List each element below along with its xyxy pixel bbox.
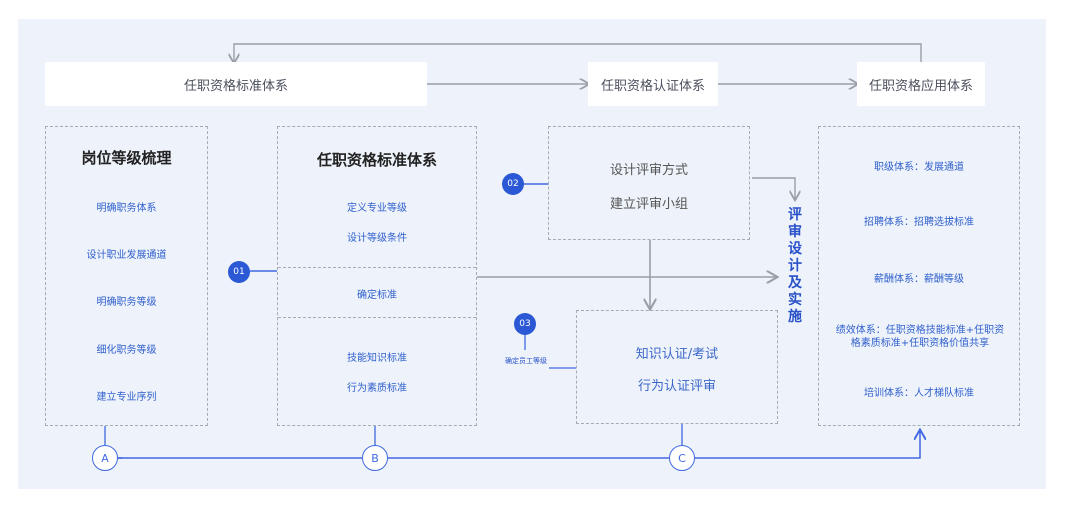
marker-c: C: [669, 445, 695, 471]
top-box-application: 任职资格应用体系: [857, 62, 985, 106]
review-method-line-2: 建立评审小组: [609, 197, 688, 212]
marker-03-label: 确定员工等级: [505, 357, 547, 365]
box-certification: 知识认证/考试 行为认证评审: [576, 310, 778, 424]
vlabel-char: 施: [788, 309, 802, 325]
marker-a: A: [92, 445, 118, 471]
certification-line-2: 行为认证评审: [637, 379, 716, 394]
standard-item-4: 行为素质标准: [347, 383, 407, 394]
standard-item-2: 设计等级条件: [347, 233, 407, 244]
box-job-grading: 岗位等级梳理 明确职务体系 设计职业发展通道 明确职务等级 细化职务等级 建立专…: [45, 126, 208, 426]
job-grading-title: 岗位等级梳理: [81, 149, 172, 167]
job-grading-item-1: 明确职务体系: [96, 203, 157, 214]
application-item-3: 薪酬体系：薪酬等级: [874, 274, 964, 285]
vlabel-char: 审: [788, 224, 802, 240]
application-item-5: 培训体系：人才梯队标准: [864, 388, 974, 399]
standard-item-1: 定义专业等级: [347, 203, 407, 214]
review-method-line-1: 设计评审方式: [609, 163, 688, 178]
divider: [278, 267, 476, 268]
certification-line-1: 知识认证/考试: [635, 347, 719, 362]
marker-b: B: [362, 445, 388, 471]
bottom-arrow: [695, 431, 920, 459]
box-standard-system: 任职资格标准体系 定义专业等级 设计等级条件 确定标准 技能知识标准 行为素质标…: [277, 126, 477, 426]
vlabel-char: 设: [788, 241, 802, 257]
standard-item-3: 技能知识标准: [347, 353, 407, 364]
box-review-method: 设计评审方式 建立评审小组: [548, 126, 750, 240]
job-grading-item-5: 建立专业序列: [96, 392, 157, 403]
vlabel-char: 评: [788, 207, 802, 223]
top-box-standard-label: 任职资格标准体系: [183, 78, 288, 94]
vlabel-char: 计: [788, 258, 802, 274]
divider: [278, 317, 476, 318]
marker-03: 03: [514, 313, 536, 335]
vlabel-char: 实: [788, 292, 802, 308]
vlabel-char: 及: [788, 275, 802, 291]
top-box-standard: 任职资格标准体系: [45, 62, 427, 106]
marker-01: 01: [228, 261, 250, 283]
review-implementation-label: 评 审 设 计 及 实 施: [785, 207, 805, 326]
job-grading-item-3: 明确职务等级: [96, 297, 157, 308]
application-item-1: 职级体系：发展通道: [874, 162, 964, 173]
feedback-line: [234, 43, 922, 62]
standard-system-title: 任职资格标准体系: [316, 151, 437, 169]
top-box-application-label: 任职资格应用体系: [868, 78, 973, 94]
box-application-system: 职级体系：发展通道 招聘体系：招聘选拔标准 薪酬体系：薪酬等级 绩效体系：任职资…: [818, 126, 1020, 426]
standard-middle: 确定标准: [357, 290, 397, 301]
application-item-2: 招聘体系：招聘选拔标准: [864, 217, 974, 228]
marker-02: 02: [502, 173, 524, 195]
top-box-certification: 任职资格认证体系: [588, 62, 718, 106]
review-arrow: [752, 177, 795, 199]
job-grading-item-2: 设计职业发展通道: [86, 250, 167, 261]
application-item-4: 绩效体系：任职资格技能标准+任职资格素质标准+任职资格价值共享: [835, 325, 1005, 349]
top-box-certification-label: 任职资格认证体系: [600, 78, 705, 94]
job-grading-item-4: 细化职务等级: [96, 345, 157, 356]
